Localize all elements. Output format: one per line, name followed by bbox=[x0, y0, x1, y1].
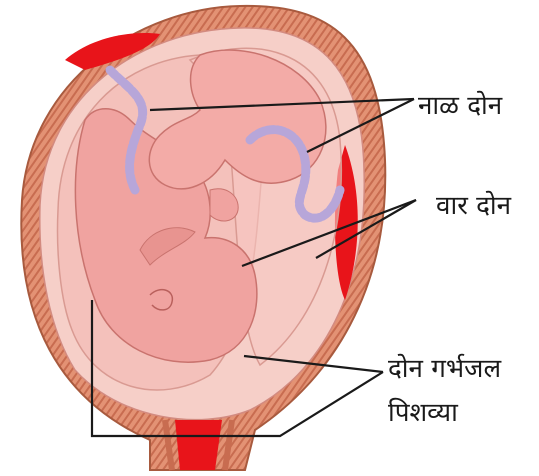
label-umbilical-cords: नाळ दोन bbox=[418, 93, 502, 119]
label-sacs: पिशव्या bbox=[388, 400, 458, 426]
label-amniotic-fluid: दोन गर्भजल bbox=[388, 356, 501, 382]
cervix bbox=[175, 420, 222, 470]
label-placentas: वार दोन bbox=[436, 193, 511, 219]
